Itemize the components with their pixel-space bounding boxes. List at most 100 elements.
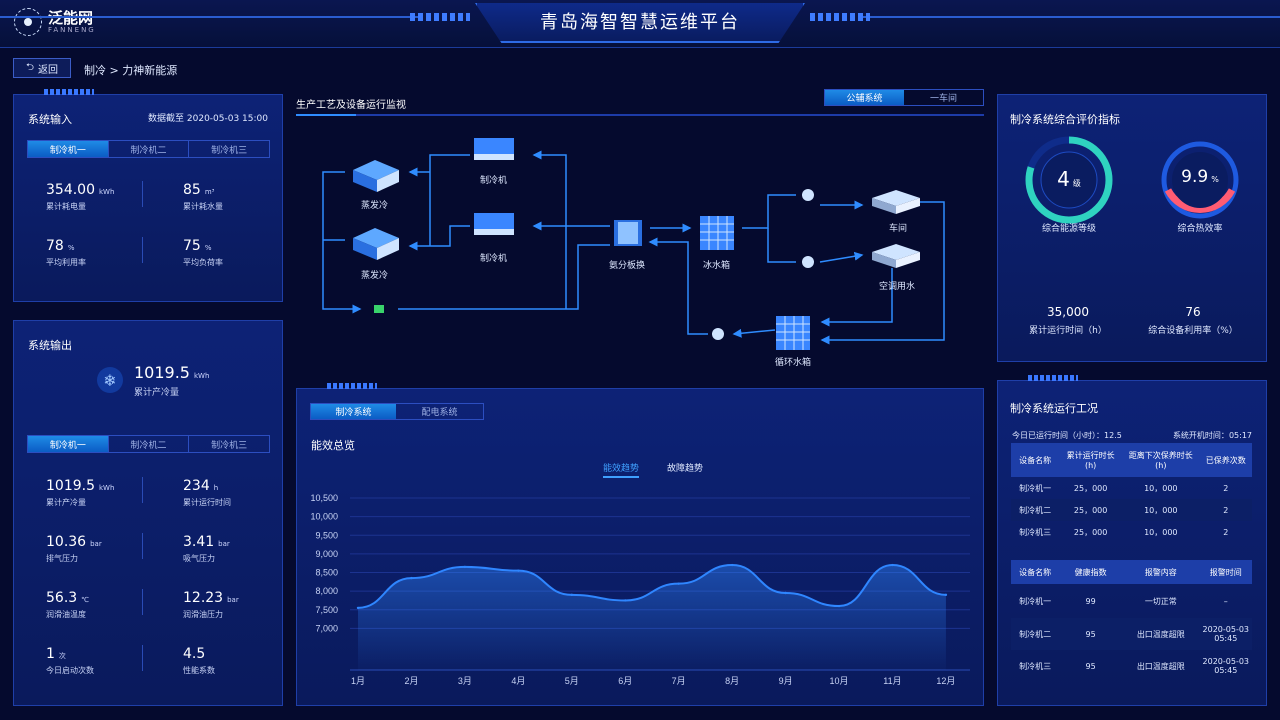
input-tab-3[interactable]: 制冷机三 [211, 145, 248, 156]
stat1-label: 累计运行时间（h） [1029, 326, 1107, 336]
title-frame [475, 3, 805, 43]
thermal-efficiency-gauge [1161, 141, 1239, 219]
output-total-value: 1019.5 [134, 363, 190, 382]
metric-unit: kWh [99, 188, 115, 196]
input-tab-1[interactable]: 制冷机一 [28, 141, 109, 157]
metric-label: 润滑油压力 [183, 610, 223, 619]
input-tab-2[interactable]: 制冷机二 [109, 141, 190, 157]
metric-unit: ℃ [81, 596, 90, 604]
gauge2-value-wrap: 9.9% [1155, 167, 1245, 187]
logo: 泛能网 FANNENG [14, 8, 96, 36]
y-tick-label: 9,500 [315, 530, 338, 540]
process-tab-utility[interactable]: 公辅系统 [825, 90, 904, 105]
metric-value: 75 [183, 238, 201, 254]
tab-power-distribution[interactable]: 配电系统 [421, 408, 458, 418]
panel-deco [327, 383, 377, 389]
metric-label: 今日启动次数 [46, 666, 94, 675]
x-tick-label: 3月 [458, 676, 472, 686]
back-button[interactable]: ⮌ 返回 [13, 58, 71, 78]
cell: 2 [1199, 499, 1252, 521]
output-tab-3[interactable]: 制冷机三 [211, 440, 248, 451]
input-timestamp: 数据截至 2020-05-03 15:00 [148, 114, 268, 124]
cell: – [1223, 596, 1228, 606]
pump-3-icon [712, 328, 724, 340]
gauge2-unit: % [1211, 175, 1219, 184]
process-title-underline [296, 114, 984, 116]
header-deco-left [410, 13, 470, 21]
y-tick-label: 9,000 [315, 549, 338, 559]
metric-label: 累计耗电量 [46, 202, 86, 211]
chiller-1-icon [474, 138, 514, 160]
label-ammonia: 氨分板换 [609, 261, 646, 271]
metric-unit: h [213, 484, 219, 492]
process-tab-workshop[interactable]: 一车间 [929, 94, 957, 104]
y-tick-label: 7,000 [315, 623, 338, 633]
aircon-icon [872, 244, 920, 268]
tab-refrigeration[interactable]: 制冷系统 [311, 404, 397, 419]
output-total-unit: kWh [193, 372, 210, 380]
back-button-label: 返回 [38, 64, 58, 76]
chart-tab-faults[interactable]: 故障趋势 [667, 464, 704, 474]
x-tick-label: 10月 [830, 676, 849, 686]
metric-label: 性能系数 [183, 666, 215, 675]
divider [142, 237, 143, 263]
process-diagram [322, 138, 945, 350]
metric-value: 3.41 [183, 534, 215, 550]
metric-unit: bar [90, 540, 102, 548]
efficiency-chart: 10,50010,0009,5009,0008,5008,0007,5007,0… [310, 493, 970, 686]
metric-label: 累计产冷量 [46, 498, 86, 507]
divider [142, 589, 143, 615]
metric-label: 吸气压力 [183, 554, 215, 563]
back-arrow-icon: ⮌ [25, 61, 34, 73]
label-evap2: 蒸发冷 [361, 271, 389, 281]
chart-tab-efficiency[interactable]: 能效趋势 [603, 461, 640, 478]
label-chiller1: 制冷机 [480, 176, 508, 186]
panel-deco [44, 89, 94, 95]
cell: 2020-05-03 05:45 [1202, 657, 1250, 675]
chart-system-tabs: 制冷系统 配电系统 [310, 403, 484, 420]
x-tick-label: 8月 [725, 676, 739, 686]
table-header-row: 设备名称 累计运行时长 (h) 距离下次保养时长 (h) 已保养次数 [1011, 443, 1252, 477]
chiller-2-icon [474, 213, 514, 235]
label-icebox: 冰水箱 [703, 261, 731, 271]
output-tab-1[interactable]: 制冷机一 [28, 436, 109, 452]
header-deco-right [810, 13, 870, 21]
gauge-center [1040, 151, 1098, 209]
x-tick-label: 4月 [511, 676, 525, 686]
series-line [357, 564, 946, 609]
y-tick-label: 7,500 [315, 605, 338, 615]
data-point [410, 576, 413, 580]
logo-subname: FANNENG [48, 25, 96, 34]
today-runtime: 今日已运行时间（小时）：12.5 [1012, 430, 1122, 441]
metric-label: 平均利用率 [46, 258, 86, 267]
label-workshop: 车间 [889, 224, 908, 234]
x-tick-label: 7月 [672, 676, 686, 686]
metric-unit: bar [218, 540, 230, 548]
cell: 出口温度超限 [1136, 661, 1185, 671]
series-area [358, 565, 946, 670]
data-point [624, 599, 627, 602]
metric-unit: m³ [204, 188, 215, 196]
ops-title: 制冷系统运行工况 [1010, 402, 1098, 415]
header-line-left [0, 16, 420, 18]
metric-label: 累计耗水量 [183, 202, 223, 211]
output-tab-2[interactable]: 制冷机二 [109, 436, 190, 452]
metric-value: 1 [46, 646, 55, 662]
header-line-right [860, 16, 1280, 18]
today-runtime-label: 今日已运行时间（小时）： [1012, 431, 1104, 440]
gauge1-unit: 级 [1072, 179, 1081, 188]
data-point [730, 563, 734, 567]
logo-icon [14, 8, 42, 36]
cell: 制冷机三 [1019, 527, 1052, 537]
input-panel-title: 系统输入 [28, 113, 72, 126]
panel-deco [1028, 375, 1078, 381]
